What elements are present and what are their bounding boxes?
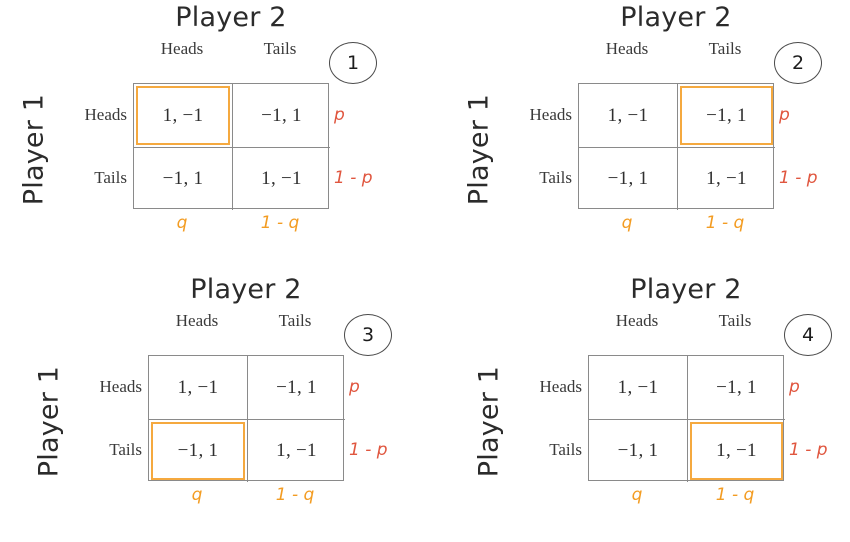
payoff-cell-r0-c1[interactable]: −1, 1: [677, 84, 775, 147]
column-probability-0: q: [176, 213, 188, 233]
row-player-title: Player 1: [33, 365, 65, 478]
row-probability-0: p: [779, 104, 790, 125]
column-header-1: Tails: [263, 39, 297, 58]
payoff-cell-r1-c1[interactable]: 1, −1: [247, 419, 345, 482]
row-probability-0: p: [349, 376, 360, 397]
row-probability-1: 1 - p: [349, 439, 388, 460]
row-header-0: Heads: [84, 104, 127, 124]
row-player-title: Player 1: [18, 93, 50, 206]
column-player-title: Player 2: [630, 274, 742, 305]
row-player-title: Player 1: [473, 365, 505, 478]
row-probability-1: 1 - p: [779, 167, 818, 188]
column-player-title: Player 2: [620, 2, 732, 33]
column-probability-1: 1 - q: [705, 213, 745, 233]
column-probability-0: q: [631, 485, 643, 505]
payoff-cell-r1-c0[interactable]: −1, 1: [134, 147, 232, 210]
panel-index-badge: 4: [784, 314, 832, 356]
payoff-cell-r1-c1[interactable]: 1, −1: [687, 419, 785, 482]
row-header-1: Tails: [549, 439, 582, 459]
payoff-cell-r0-c1[interactable]: −1, 1: [247, 356, 345, 419]
payoff-cell-r1-c1[interactable]: 1, −1: [677, 147, 775, 210]
column-header-1: Tails: [278, 311, 312, 330]
column-header-0: Heads: [615, 311, 659, 330]
row-header-0: Heads: [99, 376, 142, 396]
payoff-cell-r1-c1[interactable]: 1, −1: [232, 147, 330, 210]
column-header-0: Heads: [175, 311, 219, 330]
row-probability-1: 1 - p: [334, 167, 373, 188]
payoff-cell-r0-c0[interactable]: 1, −1: [134, 84, 232, 147]
panel-index-badge: 2: [774, 42, 822, 84]
row-probability-1: 1 - p: [789, 439, 828, 460]
row-header-1: Tails: [109, 439, 142, 459]
row-header-1: Tails: [94, 167, 127, 187]
row-probability-0: p: [789, 376, 800, 397]
payoff-cell-r0-c0[interactable]: 1, −1: [617, 376, 659, 398]
row-probability-0: p: [334, 104, 345, 125]
panel-index-badge: 1: [329, 42, 377, 84]
column-header-1: Tails: [708, 39, 742, 58]
column-probability-1: 1 - q: [715, 485, 755, 505]
column-probability-1: 1 - q: [275, 485, 315, 505]
row-header-0: Heads: [529, 104, 572, 124]
column-probability-1: 1 - q: [260, 213, 300, 233]
column-header-1: Tails: [718, 311, 752, 330]
payoff-cell-r0-c0[interactable]: 1, −1: [607, 104, 649, 126]
payoff-cell-r0-c0[interactable]: 1, −1: [177, 376, 219, 398]
row-header-0: Heads: [539, 376, 582, 396]
column-probability-0: q: [621, 213, 633, 233]
column-header-0: Heads: [605, 39, 649, 58]
payoff-cell-r1-c0[interactable]: −1, 1: [579, 147, 677, 210]
row-player-title: Player 1: [463, 93, 495, 206]
payoff-cell-r0-c1[interactable]: −1, 1: [232, 84, 330, 147]
panel-index-badge: 3: [344, 314, 392, 356]
row-header-1: Tails: [539, 167, 572, 187]
column-player-title: Player 2: [175, 2, 287, 33]
column-header-0: Heads: [160, 39, 204, 58]
column-player-title: Player 2: [190, 274, 302, 305]
payoff-cell-r1-c0[interactable]: −1, 1: [149, 419, 247, 482]
payoff-cell-r1-c0[interactable]: −1, 1: [589, 419, 687, 482]
column-probability-0: q: [191, 485, 203, 505]
payoff-cell-r0-c1[interactable]: −1, 1: [687, 356, 785, 419]
